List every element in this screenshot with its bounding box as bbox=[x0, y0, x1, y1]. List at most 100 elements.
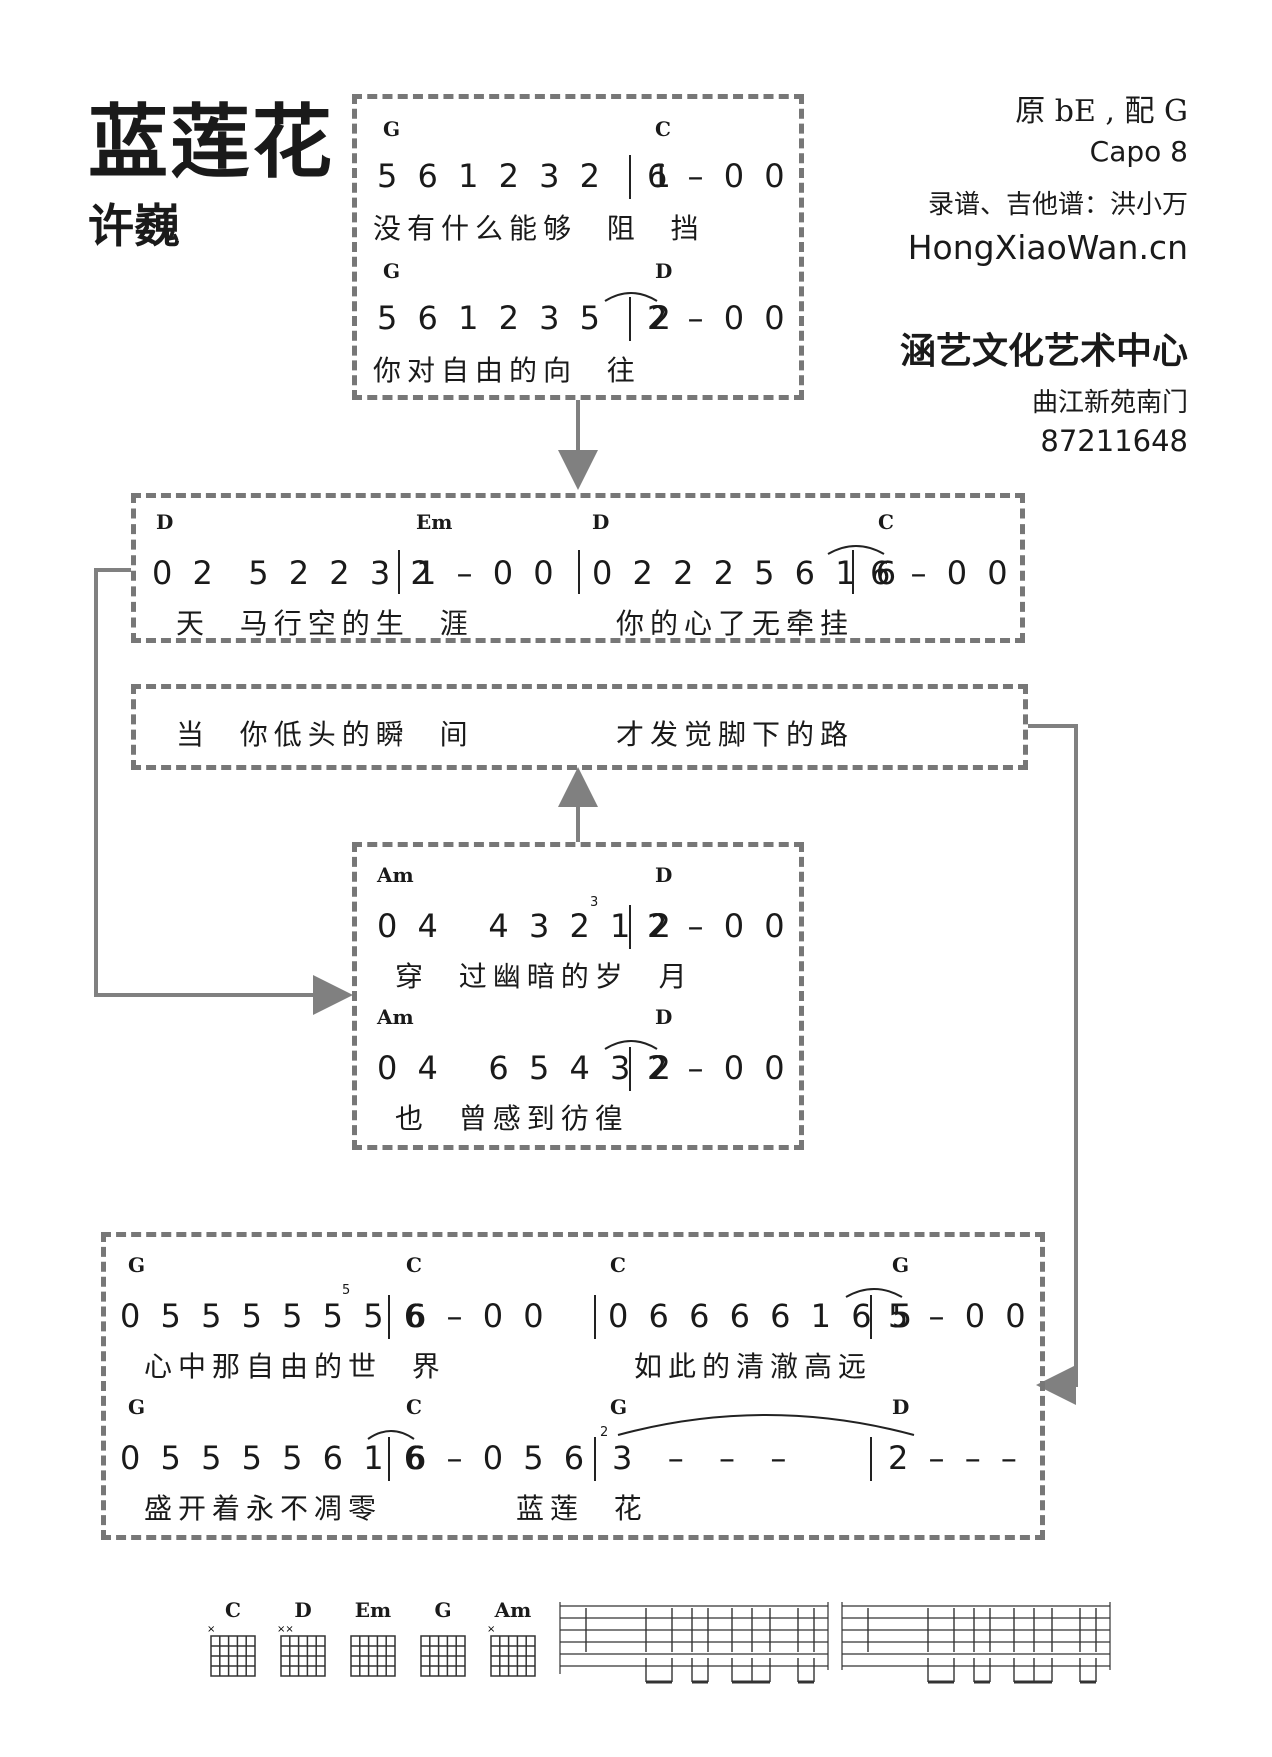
lyrics-line: 也 曾感到彷徨 bbox=[395, 1102, 629, 1135]
svg-text:×: × bbox=[207, 1624, 215, 1635]
notation-row: 6 – 0 0 bbox=[406, 1297, 549, 1335]
notation-row: 6 – 0 0 bbox=[647, 157, 790, 195]
lyrics-box-3: 当 你低头的瞬 间 才发觉脚下的路 bbox=[131, 684, 1028, 770]
chord-label: G bbox=[128, 1253, 146, 1277]
credit-info: 录谱、吉他谱：洪小万 bbox=[927, 190, 1188, 220]
notation-row: 1 – 0 0 bbox=[416, 554, 559, 592]
notation-row: 5 – 0 0 bbox=[888, 1297, 1031, 1335]
chord-label: C bbox=[655, 117, 671, 141]
notation-row: 2 – 0 0 bbox=[647, 907, 790, 945]
chord-label: D bbox=[655, 1005, 673, 1029]
chord-diagram-g: G bbox=[415, 1598, 471, 1686]
verse-box-4: Am D 3 0 4 4 3 2 1 2 2 – 0 0 穿 过幽暗的岁 月 A… bbox=[352, 842, 804, 1150]
chord-label: G bbox=[383, 117, 401, 141]
tie-mark bbox=[604, 1040, 658, 1050]
lyrics-line: 心中那自由的世 界 bbox=[144, 1350, 446, 1383]
song-title: 蓝莲花 bbox=[88, 95, 334, 189]
chord-diagram-em: Em bbox=[345, 1598, 401, 1686]
grace-note: 5 bbox=[342, 1283, 351, 1298]
lyrics-line: 你对自由的向 往 bbox=[373, 354, 641, 387]
studio-phone: 87211648 bbox=[1040, 424, 1188, 458]
chord-grid-icon: × bbox=[207, 1624, 256, 1677]
verse-box-1: G C 5 6 1 2 3 2 1 6 – 0 0 没有什么能够 阻 挡 G D… bbox=[352, 94, 804, 400]
chord-diagram-d: D ×× bbox=[275, 1598, 331, 1686]
notation-row: 3 – – – bbox=[612, 1439, 792, 1477]
notation-row: 0 4 6 5 4 3 2 bbox=[377, 1049, 676, 1087]
lyrics-line: 你的心了无牵挂 bbox=[616, 607, 855, 640]
barline bbox=[852, 550, 854, 594]
lyrics-line: 才发觉脚下的路 bbox=[616, 718, 855, 751]
chord-diagrams: C × D ×× Em bbox=[205, 1598, 550, 1688]
lyrics-line: 没有什么能够 阻 挡 bbox=[373, 212, 705, 245]
chord-label: G bbox=[383, 259, 401, 283]
chord-label: D bbox=[892, 1395, 910, 1419]
notation-row: 6 – 0 0 bbox=[870, 554, 1013, 592]
tie-mark bbox=[604, 292, 658, 302]
chord-grid-icon bbox=[350, 1635, 396, 1677]
lyrics-line: 当 你低头的瞬 间 bbox=[176, 718, 474, 751]
chord-label: Am bbox=[377, 1005, 414, 1029]
capo-info: Capo 8 bbox=[1089, 135, 1188, 168]
notation-row: 5 6 1 2 3 5 2 bbox=[377, 299, 676, 337]
website-link[interactable]: HongXiaoWan.cn bbox=[907, 228, 1188, 267]
chord-label: G bbox=[128, 1395, 146, 1419]
notation-row: 0 4 4 3 2 1 2 bbox=[377, 907, 676, 945]
barline bbox=[870, 1437, 872, 1481]
chord-label: D bbox=[156, 510, 174, 534]
chord-label: C bbox=[610, 1253, 626, 1277]
chord-label: C bbox=[406, 1395, 422, 1419]
chord-label: Am bbox=[377, 863, 414, 887]
lyrics-line: 天 马行空的生 涯 bbox=[176, 607, 474, 640]
barline bbox=[594, 1295, 596, 1339]
key-info: 原 bE , 配 G bbox=[1015, 94, 1188, 129]
barline bbox=[629, 297, 631, 341]
studio-address: 曲江新苑南门 bbox=[1031, 388, 1188, 418]
verse-box-2: D Em D C 0 2 5 2 2 3 2 1 – 0 0 0 2 2 2 5… bbox=[131, 493, 1025, 643]
notation-row: 2 – 0 0 bbox=[647, 299, 790, 337]
svg-text:×: × bbox=[487, 1624, 495, 1635]
notation-row: 0 6 6 6 6 1 6 5 bbox=[608, 1297, 918, 1335]
lyrics-line: 盛开着永不凋零 bbox=[144, 1492, 383, 1525]
barline bbox=[578, 550, 580, 594]
song-artist: 许巍 bbox=[88, 199, 180, 253]
chord-grid-icon: × bbox=[487, 1624, 536, 1677]
tie-mark bbox=[827, 545, 885, 555]
notation-row: 2 – – – bbox=[888, 1439, 1022, 1477]
chord-diagram-am: Am × bbox=[485, 1598, 541, 1686]
chord-grid-icon: ×× bbox=[277, 1624, 326, 1677]
barline bbox=[629, 905, 631, 949]
chord-diagram-c: C × bbox=[205, 1598, 261, 1686]
grace-note: 2 bbox=[600, 1425, 609, 1440]
notation-row: 0 2 5 2 2 3 2 bbox=[152, 554, 436, 592]
chord-label: D bbox=[655, 259, 673, 283]
barline bbox=[629, 1047, 631, 1091]
chord-label: G bbox=[892, 1253, 910, 1277]
barline bbox=[629, 155, 631, 199]
chord-label: C bbox=[406, 1253, 422, 1277]
barline bbox=[398, 550, 400, 594]
svg-text:××: ×× bbox=[277, 1624, 294, 1635]
grace-note: 3 bbox=[590, 895, 599, 910]
chord-label: D bbox=[592, 510, 610, 534]
notation-row: 0 2 2 2 5 6 1 6 bbox=[592, 554, 902, 592]
barline bbox=[388, 1295, 390, 1339]
lyrics-line: 如此的清澈高远 bbox=[634, 1350, 873, 1383]
lyrics-line: 穿 过幽暗的岁 月 bbox=[395, 960, 693, 993]
barline bbox=[870, 1295, 872, 1339]
studio-name: 涵艺文化艺术中心 bbox=[899, 330, 1188, 372]
notation-row: 6 – 0 5 6 bbox=[406, 1439, 590, 1477]
strum-pattern bbox=[559, 1602, 1111, 1684]
chord-grid-icon bbox=[420, 1635, 466, 1677]
notation-row: 2 – 0 0 bbox=[647, 1049, 790, 1087]
tie-mark bbox=[617, 1414, 915, 1436]
lyrics-line: 蓝莲 花 bbox=[516, 1492, 648, 1525]
notation-row: 5 6 1 2 3 2 1 bbox=[377, 157, 676, 195]
tie-mark bbox=[367, 1430, 415, 1440]
barline bbox=[594, 1437, 596, 1481]
barline bbox=[388, 1437, 390, 1481]
notation-row: 0 5 5 5 5 6 1 6 bbox=[120, 1439, 430, 1477]
chord-label: G bbox=[610, 1395, 628, 1419]
chord-label: C bbox=[878, 510, 894, 534]
chorus-box-5: G C C G 5 0 5 5 5 5 5 5 6 6 – 0 0 0 6 6 … bbox=[101, 1232, 1045, 1540]
